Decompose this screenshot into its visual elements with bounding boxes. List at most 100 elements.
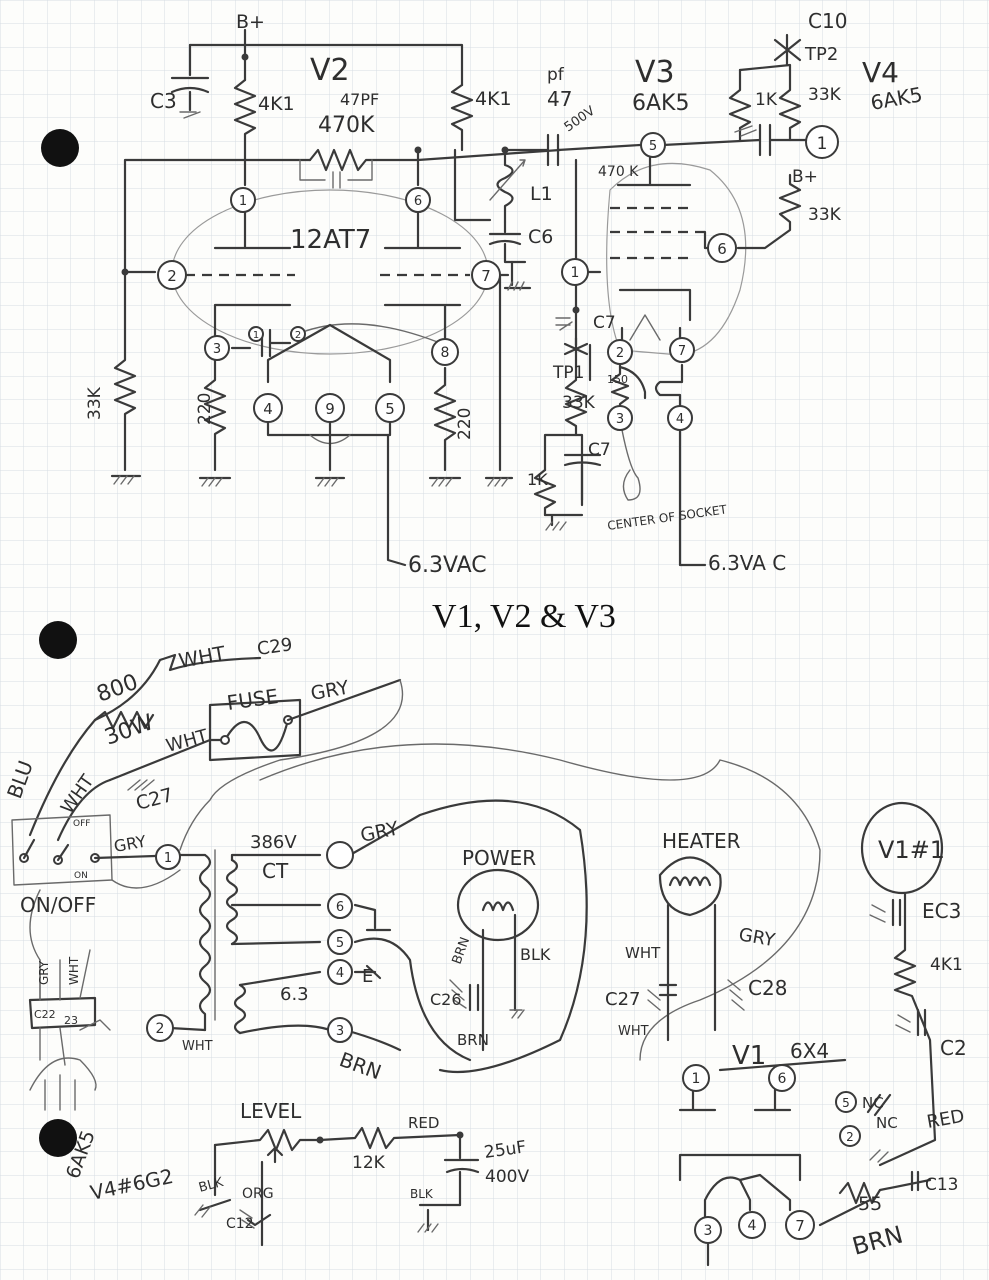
- r-150-label: 150: [607, 373, 628, 386]
- v3-pin-6: [707, 233, 737, 263]
- v2-title: V2: [310, 53, 350, 88]
- shield-pin-2-label: 2: [295, 330, 301, 341]
- v2-pin-3-label: 3: [213, 342, 221, 357]
- r-220-left-label: 220: [195, 393, 215, 425]
- v2-pin-2-label: 2: [167, 267, 177, 285]
- c2-label: C2: [940, 1036, 967, 1060]
- transformer-pin-6: [327, 893, 353, 919]
- v1-pin-4-label: 4: [748, 1218, 757, 1234]
- pf-label: pf: [547, 65, 565, 85]
- v2-stage: [110, 28, 642, 567]
- v3-pin-7: [669, 337, 695, 363]
- blk-bottom-2-label: BLK: [197, 1175, 225, 1196]
- c3-label: C3: [150, 89, 177, 113]
- v2-pin-4-label: 4: [263, 400, 273, 418]
- v3-pin-1: [561, 258, 589, 286]
- v3-pin-2: [607, 339, 633, 365]
- c7-top-label: C7: [593, 313, 616, 333]
- r-220-right-label: 220: [455, 408, 475, 440]
- v1-pin-6-label: 6: [778, 1071, 787, 1087]
- blk-power-label: BLK: [520, 945, 551, 964]
- e-mark-label: E: [362, 966, 373, 987]
- bplus-v4-label: B+: [792, 167, 818, 187]
- gry-4-label: GRY: [37, 960, 51, 985]
- v1-pin-4: [738, 1211, 766, 1239]
- v4-pin-1: [805, 125, 839, 159]
- wht-heater-2-label: WHT: [618, 1024, 649, 1039]
- c23-label: 23: [64, 1014, 78, 1027]
- r-4k1-left-label: 4K1: [258, 93, 295, 115]
- wht-5-label: WHT: [67, 956, 81, 985]
- c13-label: C13: [925, 1175, 959, 1195]
- vac-right-label: 6.3VA C: [708, 551, 786, 575]
- pf-value-label: 47: [547, 87, 572, 111]
- transformer-pin-gry: [326, 841, 354, 869]
- v1-pin-7-label: 7: [795, 1217, 805, 1235]
- nc-pin-5-label: 5: [842, 1096, 850, 1110]
- v1-pin-1: [682, 1064, 710, 1092]
- power-cap-and-heater-cap: [449, 856, 745, 1052]
- v3-title: V3: [635, 55, 675, 90]
- level-control: [194, 1126, 480, 1247]
- v2-pin-4: [253, 393, 283, 423]
- transformer-pin-1-label: 1: [164, 851, 172, 866]
- r-33k-mid-label: 33K: [562, 393, 596, 413]
- v2-pin-9-label: 9: [325, 400, 335, 418]
- heater-label: HEATER: [662, 829, 741, 853]
- wht-heater-label: WHT: [625, 944, 661, 962]
- v4-title: V4: [862, 56, 899, 89]
- v1-pin-6: [768, 1064, 796, 1092]
- r-33k-left-label: 33K: [85, 386, 105, 420]
- r-1k-top-label: 1K: [755, 90, 778, 110]
- v2-pin-1-label: 1: [239, 194, 247, 209]
- wht-4-label: WHT: [182, 1039, 213, 1054]
- binder-hole-middle: [39, 621, 77, 659]
- v3-pin-4: [667, 405, 693, 431]
- transformer-pin-4: [327, 959, 353, 985]
- v400-label: 400V: [485, 1167, 529, 1187]
- v2-pin-8-label: 8: [441, 345, 450, 361]
- c27-heater-label: C27: [605, 989, 640, 1010]
- v2-pin-5-label: 5: [385, 400, 395, 418]
- v386-label: 386V: [250, 832, 297, 853]
- transformer-pin-2: [146, 1014, 174, 1042]
- v3-pin-5-label: 5: [649, 139, 657, 154]
- r-1k-bottom-label: 1K: [527, 470, 548, 489]
- v1-tube-label: 6X4: [790, 1039, 829, 1063]
- v1-pin-1-label: 1: [692, 1071, 701, 1087]
- transformer-pin-4-label: 4: [336, 966, 344, 981]
- v1-rectifier: [678, 1058, 932, 1267]
- v2-pin-1: [230, 187, 256, 213]
- section-title: V1, V2 & V3: [432, 598, 616, 635]
- v3-pin-4-label: 4: [676, 412, 684, 427]
- v3-stage: [533, 138, 762, 567]
- ct-label: CT: [262, 859, 289, 883]
- v2-pin-8: [431, 338, 459, 366]
- power-transformer: [166, 743, 821, 1074]
- v4-pin-1-label: 1: [817, 134, 828, 154]
- r-55-label: 55: [858, 1193, 882, 1215]
- v1n1-label: V1#1: [878, 836, 945, 864]
- v3-pin-6-label: 6: [717, 240, 727, 258]
- shield-pin-1: [248, 326, 264, 342]
- v3-pin-5: [640, 132, 666, 158]
- v1-pin-3: [694, 1216, 722, 1244]
- r-4k1-right-label: 4K1: [475, 88, 512, 110]
- shield-pin-2: [290, 326, 306, 342]
- transformer-pin-5-label: 5: [336, 936, 344, 951]
- transformer-pin-3-label: 3: [336, 1024, 344, 1039]
- power-input-wiring: [11, 653, 404, 1111]
- ec3-label: EC3: [922, 899, 961, 923]
- nc-pin-2-label: 2: [846, 1130, 854, 1144]
- transformer-pin-6-label: 6: [336, 900, 344, 915]
- pin-markers-top: [157, 125, 839, 431]
- v2-pin-5: [375, 393, 405, 423]
- level-label: LEVEL: [240, 1099, 302, 1123]
- v1-pin-3-label: 3: [704, 1223, 713, 1239]
- r-4k1-bottom-label: 4K1: [930, 955, 963, 975]
- v63-label: 6.3: [280, 984, 309, 1005]
- v3-pin-7-label: 7: [678, 344, 686, 359]
